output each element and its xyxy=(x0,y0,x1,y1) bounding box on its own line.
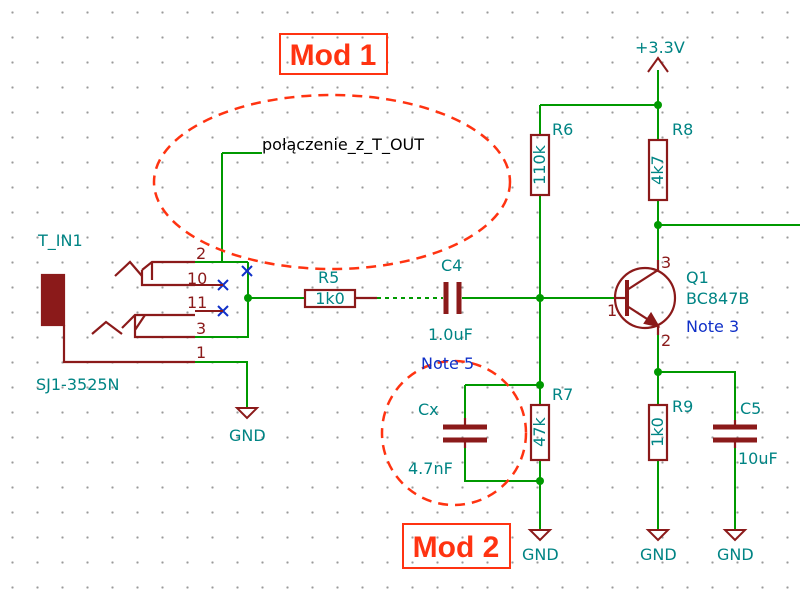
r6-value: 110k xyxy=(530,144,549,185)
junctions xyxy=(244,101,662,485)
gnd-label-r7: GND xyxy=(522,545,559,564)
mod2-box xyxy=(402,523,511,569)
r5-ref: R5 xyxy=(318,268,339,287)
r8-value: 4k7 xyxy=(648,155,667,185)
r9-value: 1k0 xyxy=(648,417,667,447)
r6-body xyxy=(529,133,551,197)
gnd-symbol-r9 xyxy=(645,529,671,542)
cx-ref: Cx xyxy=(418,400,439,419)
cx-value: 4.7nF xyxy=(408,459,453,478)
q1-ref: Q1 xyxy=(686,268,709,287)
wire-t-out xyxy=(221,152,262,258)
junction-dot xyxy=(244,294,252,302)
r8-ref: R8 xyxy=(672,120,693,139)
cx-plates xyxy=(443,424,487,443)
annotations xyxy=(152,33,528,569)
wire-emitter xyxy=(657,335,736,530)
r6-ref: R6 xyxy=(552,120,573,139)
mod2-circle xyxy=(380,359,528,507)
jack-pin-10: 10 xyxy=(187,269,207,288)
components xyxy=(40,133,757,462)
gnd-symbol-jack xyxy=(234,407,260,420)
vcc-symbol xyxy=(647,56,669,73)
c5-value: 10uF xyxy=(738,449,778,468)
jack-pin-3: 3 xyxy=(196,319,206,338)
jack-value: SJ1-3525N xyxy=(36,375,120,394)
q1-emitter-arrow xyxy=(643,311,661,328)
gnd-label-r9: GND xyxy=(640,545,677,564)
q1-pin-collector: 3 xyxy=(661,253,671,272)
jack-tip-spring xyxy=(140,262,195,287)
mod2-label: Mod 2 xyxy=(413,531,500,564)
r9-body xyxy=(647,403,669,462)
junction-dot xyxy=(536,294,544,302)
c5-plates xyxy=(713,424,757,443)
r7-body xyxy=(529,403,551,462)
mod1-label: Mod 1 xyxy=(290,39,377,72)
no-connect-mark xyxy=(241,265,253,277)
q1-collector xyxy=(626,260,660,291)
jack-pin-11: 11 xyxy=(187,293,207,312)
junction-dot xyxy=(654,221,662,229)
q1-note: Note 3 xyxy=(686,317,739,336)
q1-value: BC847B xyxy=(686,289,749,308)
c4-plates xyxy=(443,282,462,314)
c4-note: Note 5 xyxy=(421,354,474,373)
q1-pin-base: 1 xyxy=(607,301,617,320)
jack-sleeve-lead xyxy=(62,325,195,364)
gnd-label-c5: GND xyxy=(717,545,754,564)
jack-ref: T_IN1 xyxy=(37,231,83,251)
mod1-ellipse xyxy=(152,93,512,271)
junction-dot xyxy=(536,477,544,485)
junction-dot xyxy=(654,368,662,376)
r7-value: 47k xyxy=(530,416,549,446)
no-connect-marks xyxy=(217,265,253,317)
q1-pin-emitter: 2 xyxy=(661,331,671,350)
gnd-symbol-r7 xyxy=(527,529,553,542)
r5-value: 1k0 xyxy=(315,289,345,308)
labels: Mod 1 Mod 2 połączenie_z_T_OUT +3.3V GND… xyxy=(36,38,778,564)
wire-jack-node xyxy=(195,258,305,338)
junction-dot xyxy=(654,101,662,109)
vcc-label: +3.3V xyxy=(635,38,685,57)
jack-pin-1: 1 xyxy=(196,343,206,362)
jack-tip-contact xyxy=(114,260,195,277)
gnd-label-jack: GND xyxy=(229,426,266,445)
c4-value: 1.0uF xyxy=(428,325,473,344)
net-label-t-out: połączenie_z_T_OUT xyxy=(262,135,424,155)
wire-cx xyxy=(464,384,540,482)
junction-dot xyxy=(536,381,544,389)
wire-jack-gnd xyxy=(195,361,248,408)
mod1-box xyxy=(279,33,388,75)
gnd-symbol-c5 xyxy=(722,529,748,542)
r8-body xyxy=(647,138,669,202)
jack-pin-leads xyxy=(195,284,223,312)
c5-ref: C5 xyxy=(740,399,761,418)
jack-ring-spring xyxy=(133,314,195,339)
c4-ref: C4 xyxy=(441,256,462,275)
jack-pin-2: 2 xyxy=(196,244,206,263)
jack-body xyxy=(40,273,66,327)
power-symbols xyxy=(234,56,748,542)
r9-ref: R9 xyxy=(672,397,693,416)
r7-ref: R7 xyxy=(552,385,573,404)
